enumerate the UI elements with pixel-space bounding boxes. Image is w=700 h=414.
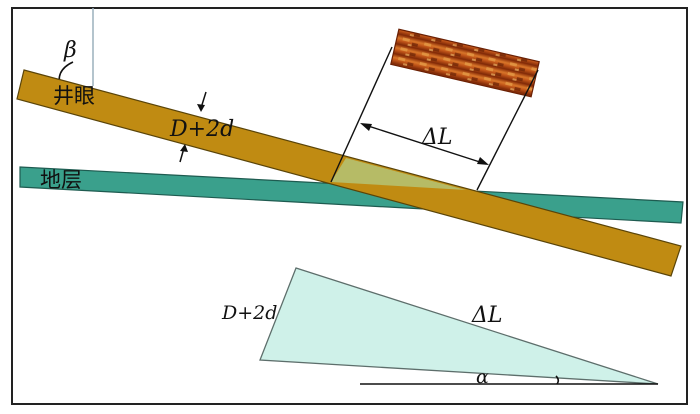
delta-l-label-top: ΔL	[421, 125, 453, 150]
thickness-label-top: D+2d	[169, 117, 234, 142]
thickness-arrow-bottom-head	[180, 144, 188, 152]
delta-l-label-bottom: ΔL	[471, 303, 503, 328]
alpha-angle-arc	[555, 375, 560, 385]
overlap-wedge	[331, 158, 466, 190]
delta-l-dimension-line	[361, 123, 487, 165]
core-sample	[390, 28, 540, 98]
projection-line-right	[476, 69, 539, 191]
thickness-label-bottom: D+2d	[221, 302, 277, 324]
alpha-label: α	[476, 366, 489, 388]
projection-line-left	[330, 46, 393, 183]
thickness-arrow-top-head	[197, 104, 205, 112]
formation-label: 地层	[40, 168, 82, 192]
borehole-label: 井眼	[53, 84, 95, 108]
delta-l-arrow-right	[477, 157, 489, 165]
delta-l-arrow-left	[360, 123, 372, 131]
beta-label: β	[63, 38, 77, 63]
relation-triangle	[259, 267, 659, 385]
